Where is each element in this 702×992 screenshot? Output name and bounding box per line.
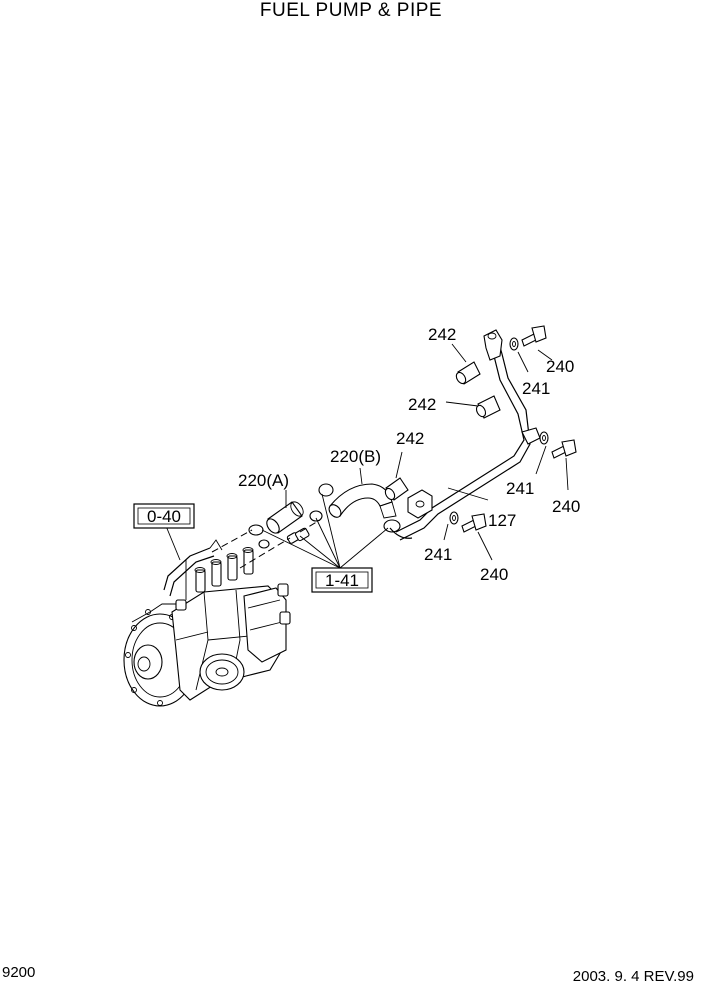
callout-127: 127 <box>488 511 516 530</box>
injection-pump <box>123 539 291 707</box>
washers-241 <box>449 337 549 525</box>
callout-220b: 220(B) <box>330 447 381 466</box>
callout-240-top: 240 <box>546 357 574 376</box>
ref-label-0-40: 0-40 <box>147 507 181 526</box>
spacers-242 <box>384 361 501 501</box>
ref-box-0-40: 0-40 <box>133 503 195 529</box>
ref-box-1-41: 1-41 <box>311 567 373 593</box>
callout-240-mid: 240 <box>552 497 580 516</box>
ref-label-1-41: 1-41 <box>325 571 359 590</box>
callout-220a: 220(A) <box>238 471 289 490</box>
hose-220a <box>266 501 304 534</box>
hose-clamps <box>248 483 401 549</box>
callout-241-top: 241 <box>522 379 550 398</box>
callout-241-low: 241 <box>424 545 452 564</box>
revision-date: 2003. 9. 4 REV.99 <box>572 968 694 985</box>
hose-220b <box>328 483 397 519</box>
callout-242-low: 242 <box>396 429 424 448</box>
leader-lines <box>165 343 569 569</box>
callout-240-low: 240 <box>480 565 508 584</box>
page-number: 9200 <box>2 964 36 981</box>
bolts-240 <box>461 325 577 533</box>
callout-242-top: 242 <box>428 325 456 344</box>
page-title: FUEL PUMP & PIPE <box>259 0 443 21</box>
callout-242-mid: 242 <box>408 395 436 414</box>
callout-241-mid: 241 <box>506 479 534 498</box>
